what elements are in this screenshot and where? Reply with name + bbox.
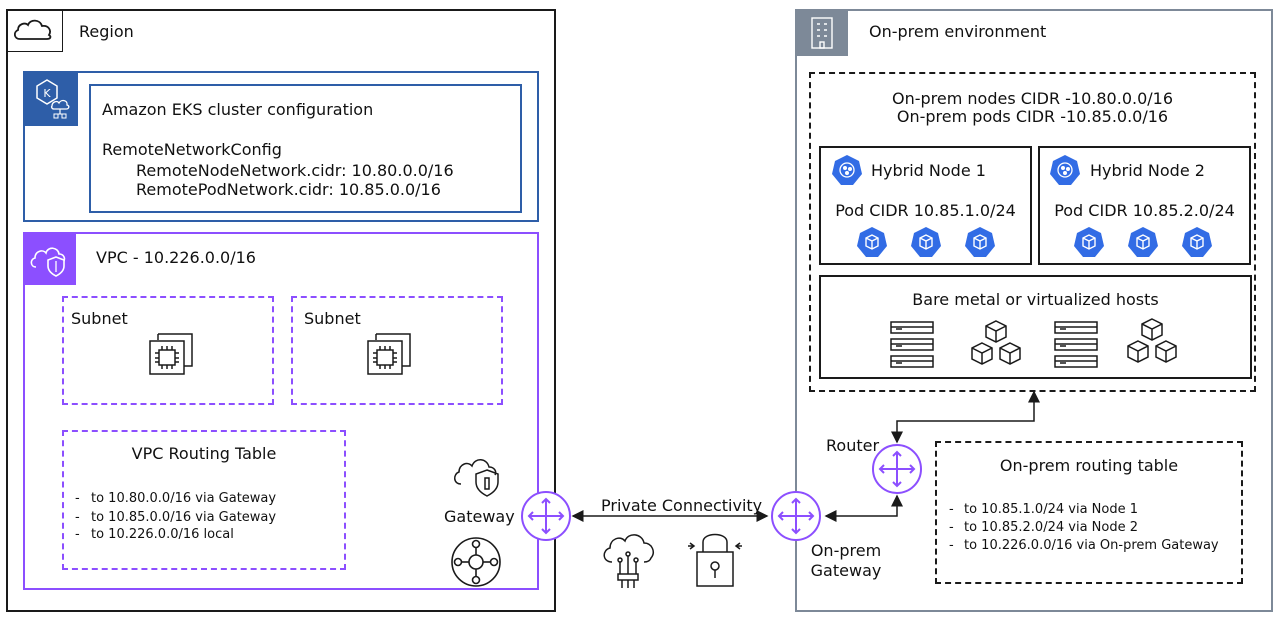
pod-icon — [964, 226, 996, 258]
onprem-route-bullet: - — [949, 538, 954, 553]
hybrid-node-name: Hybrid Node 1 — [871, 161, 986, 180]
server-rack-icon — [888, 320, 936, 372]
kubernetes-node-icon — [1049, 154, 1081, 186]
onprem-title: On-prem environment — [869, 22, 1047, 41]
hybrid-node-name: Hybrid Node 2 — [1090, 161, 1205, 180]
hybrid-node-pod-cidr: Pod CIDR 10.85.1.0/24 — [835, 201, 1016, 220]
subnet-box — [62, 296, 274, 405]
hybrid-node-box — [1038, 146, 1251, 265]
onprem-route-bullet: - — [949, 502, 954, 517]
router-icon — [871, 443, 923, 495]
onprem-routing-table — [935, 441, 1243, 584]
building-icon — [796, 10, 848, 56]
eks-config-box — [89, 84, 522, 213]
onprem-route: to 10.85.2.0/24 via Node 2 — [964, 520, 1138, 535]
vpc-route-bullet: - — [75, 527, 80, 542]
ec2-instance-icon — [144, 326, 198, 380]
pod-icon — [1181, 226, 1213, 258]
onprem-gateway-label: Gateway — [810, 561, 882, 580]
vpc-gateway-router-icon — [520, 490, 572, 542]
vpc-container — [23, 232, 539, 590]
pod-icon — [1073, 226, 1105, 258]
onprem-route: to 10.85.1.0/24 via Node 1 — [964, 502, 1138, 517]
vpc-route: to 10.226.0.0/16 local — [91, 527, 234, 542]
vpc-route-bullet: - — [75, 491, 80, 506]
onprem-network-box — [809, 72, 1256, 392]
subnet-label: Subnet — [71, 309, 128, 328]
eks-container — [23, 71, 539, 222]
pod-icon — [856, 226, 888, 258]
eks-config-title: Amazon EKS cluster configuration — [102, 100, 374, 119]
eks-node-network: RemoteNodeNetwork.cidr: 10.80.0.0/16 — [136, 161, 454, 180]
vpc-route: to 10.85.0.0/16 via Gateway — [91, 510, 277, 525]
ec2-instance-icon — [362, 326, 416, 380]
eks-config-key: RemoteNetworkConfig — [102, 140, 282, 159]
hybrid-node-pod-cidr: Pod CIDR 10.85.2.0/24 — [1054, 201, 1235, 220]
onprem-gateway-label: On-prem — [810, 541, 882, 560]
onprem-nodes-cidr: On-prem nodes CIDR -10.80.0.0/16 — [891, 89, 1174, 108]
onprem-pods-cidr: On-prem pods CIDR -10.85.0.0/16 — [896, 107, 1169, 126]
vpc-icon — [24, 233, 76, 285]
onprem-routing-table-title: On-prem routing table — [999, 456, 1179, 475]
transit-gateway-icon — [449, 535, 503, 589]
virtual-machines-icon — [968, 318, 1024, 372]
gateway-label: Gateway — [444, 507, 515, 526]
vpc-routing-table-title: VPC Routing Table — [131, 444, 277, 463]
server-rack-icon — [1052, 320, 1100, 372]
subnet-label: Subnet — [304, 309, 361, 328]
vpc-route: to 10.80.0.0/16 via Gateway — [91, 491, 277, 506]
pod-icon — [910, 226, 942, 258]
svg-text:K: K — [43, 87, 51, 100]
onprem-route: to 10.226.0.0/16 via On-prem Gateway — [964, 538, 1219, 553]
onprem-gateway-router-icon — [770, 490, 822, 542]
virtual-machines-icon — [1124, 316, 1180, 370]
eks-pod-network: RemotePodNetwork.cidr: 10.85.0.0/16 — [136, 180, 441, 199]
vpn-lock-icon — [684, 528, 746, 590]
vpc-routing-table — [62, 430, 346, 570]
hosts-label: Bare metal or virtualized hosts — [912, 290, 1159, 309]
region-title: Region — [79, 22, 134, 41]
subnet-box — [291, 296, 503, 405]
kubernetes-node-icon — [831, 154, 863, 186]
region-container — [6, 9, 556, 612]
onprem-container — [795, 9, 1273, 612]
hosts-box — [819, 275, 1252, 379]
gateway-shield-cloud-icon — [449, 448, 507, 500]
router-label: Router — [826, 436, 880, 455]
hybrid-node-box — [819, 146, 1032, 265]
vpc-title: VPC - 10.226.0.0/16 — [96, 248, 256, 267]
vpc-route-bullet: - — [75, 510, 80, 525]
eks-icon: K — [24, 72, 78, 126]
onprem-route-bullet: - — [949, 520, 954, 535]
direct-connect-icon — [598, 528, 658, 592]
cloud-icon — [7, 10, 63, 52]
private-connectivity-label: Private Connectivity — [601, 496, 763, 515]
pod-icon — [1127, 226, 1159, 258]
